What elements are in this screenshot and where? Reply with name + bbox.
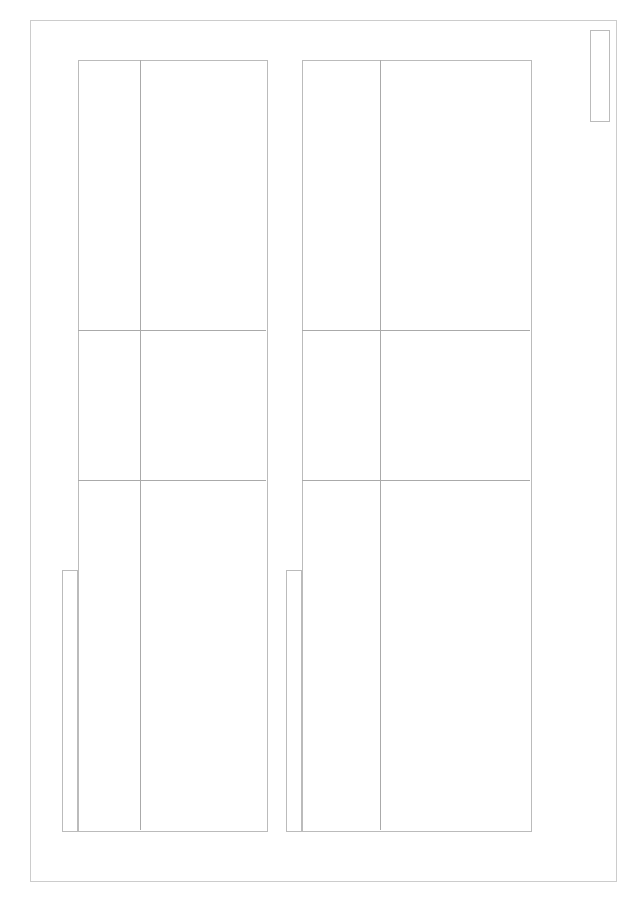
table-2-col-divider — [302, 480, 530, 481]
table-section-1-title — [62, 570, 78, 832]
table-section-2 — [302, 60, 532, 832]
document-page — [30, 20, 617, 882]
table-2-header-divider — [380, 60, 381, 830]
table-1-col-divider — [78, 330, 266, 331]
table-2-col-divider — [302, 330, 530, 331]
table-section-2-title — [286, 570, 302, 832]
table-section-1 — [78, 60, 268, 832]
table-1-col-divider — [78, 480, 266, 481]
form-code-area — [590, 30, 610, 122]
table-1-header-divider — [140, 60, 141, 830]
